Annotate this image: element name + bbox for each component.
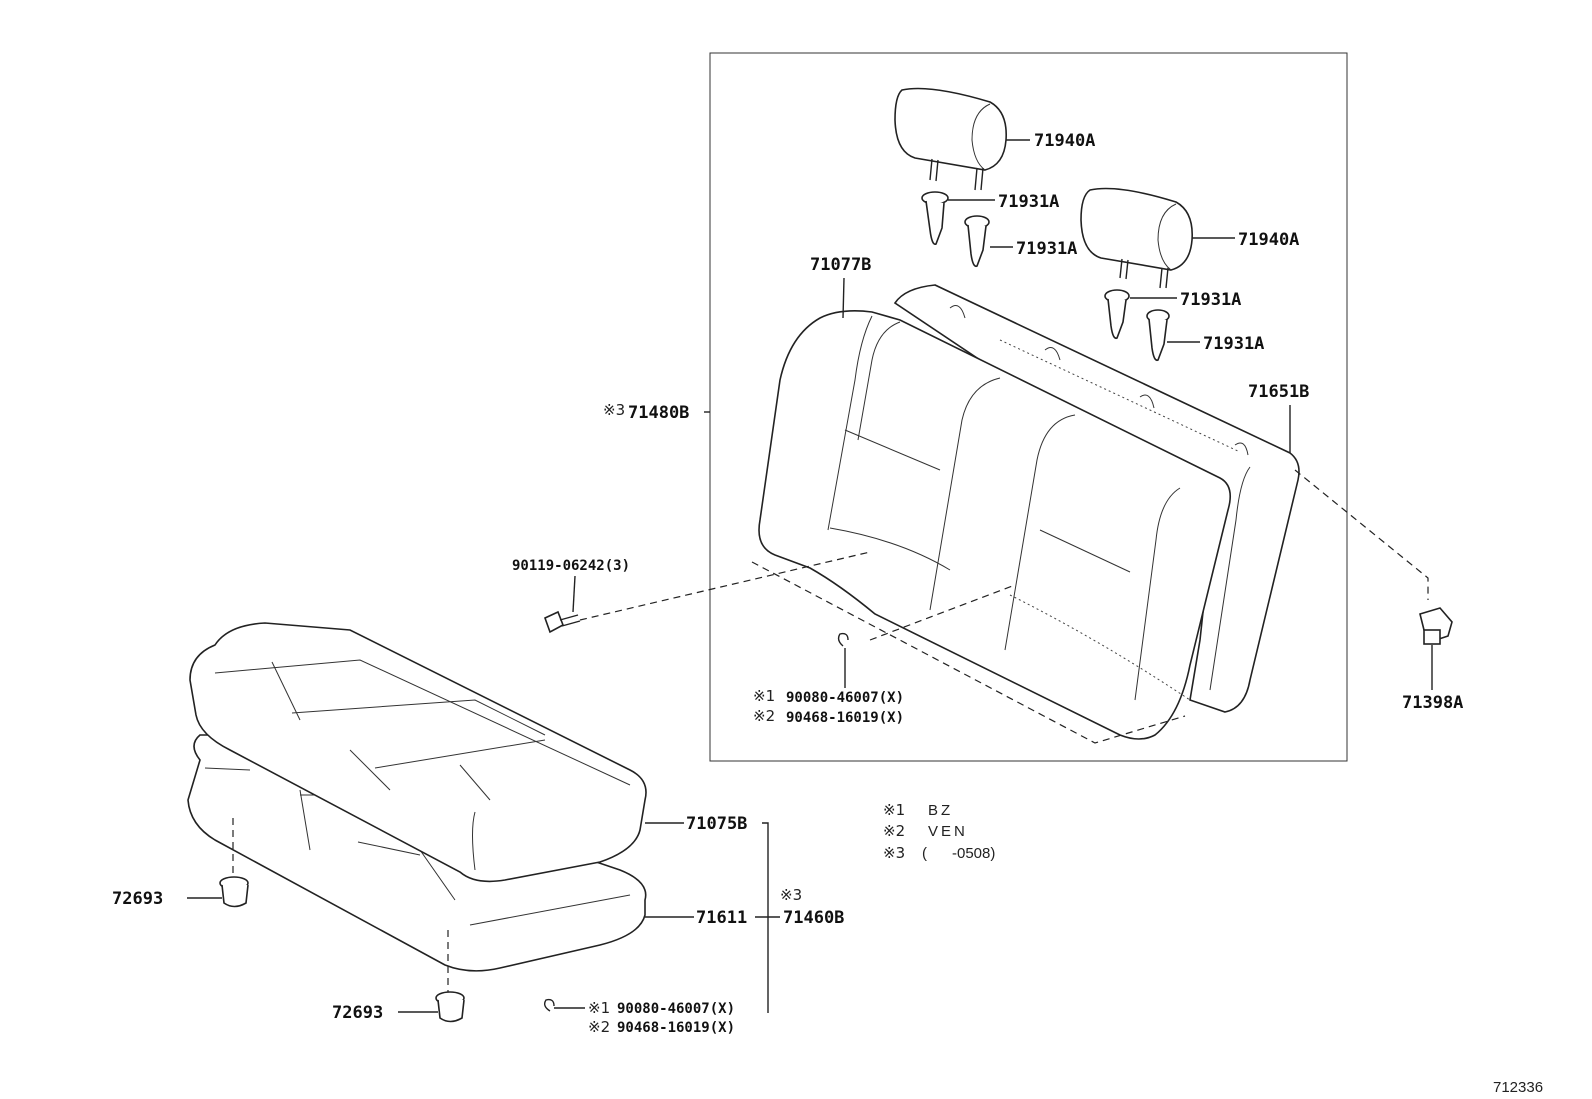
label-cushion-hog-ring-2-mark: ※2 [588,1018,610,1036]
support-1-drawing[interactable] [921,191,949,245]
label-bolt[interactable]: 90119-06242(3) [512,558,630,574]
hinge-drawing[interactable] [1419,607,1453,645]
seatback-drawing[interactable] [758,284,1300,740]
headrest-1-drawing[interactable] [894,87,1007,191]
label-cushion-hog-ring-1[interactable]: 90080-46007(X) [617,1001,735,1017]
label-cushion-hog-ring-1-mark: ※1 [588,999,610,1017]
label-support-4[interactable]: 71931A [1203,334,1264,354]
label-support-3[interactable]: 71931A [1180,290,1241,310]
label-headrest-1[interactable]: 71940A [1034,131,1095,151]
label-clip-1[interactable]: 72693 [112,889,163,909]
label-back-pad[interactable]: 71651B [1248,382,1309,402]
label-back-hog-ring-1-mark: ※1 [753,687,775,705]
label-back-hog-ring-2[interactable]: 90468-16019(X) [786,710,904,726]
label-back-hog-ring-2-mark: ※2 [753,707,775,725]
support-4-drawing[interactable] [1146,309,1170,362]
support-3-drawing[interactable] [1104,289,1130,340]
label-cushion-assembly[interactable]: 71460B [783,908,844,928]
label-cushion-hog-ring-2[interactable]: 90468-16019(X) [617,1020,735,1036]
label-clip-2[interactable]: 72693 [332,1003,383,1023]
label-cushion-assembly-mark: ※3 [780,886,802,904]
label-back-cover[interactable]: 71077B [810,255,871,275]
bolt-drawing[interactable] [544,610,581,634]
support-2-drawing[interactable] [964,215,990,268]
note-1-mark: ※1 [883,801,905,819]
label-headrest-2[interactable]: 71940A [1238,230,1299,250]
cushion-cover-drawing[interactable] [189,622,647,883]
figure-id: 712336 [1493,1079,1543,1096]
back-hog-ring-drawing[interactable] [837,632,849,647]
label-back-assembly-mark: ※3 [603,401,625,419]
note-2-mark: ※2 [883,822,905,840]
note-1-text: BZ [928,802,953,819]
note-3-text: ( -0508) [922,845,995,862]
label-cushion-pad[interactable]: 71611 [696,908,747,928]
label-hinge[interactable]: 71398A [1402,693,1463,713]
cushion-pad-drawing[interactable] [187,734,647,992]
clip-2-drawing[interactable] [435,991,465,1023]
label-back-assembly[interactable]: 71480B [628,403,689,423]
seatback-group-frame [709,52,1348,762]
label-back-hog-ring-1[interactable]: 90080-46007(X) [786,690,904,706]
note-2-text: VEN [928,823,968,840]
headrest-2-drawing[interactable] [1080,187,1193,289]
label-support-2[interactable]: 71931A [1016,239,1077,259]
notes-legend: ※1 BZ ※2 VEN ※3 ( -0508) [883,801,995,862]
label-cushion-cover[interactable]: 71075B [686,814,747,834]
cushion-hog-ring-drawing[interactable] [543,998,555,1012]
clip-1-drawing[interactable] [219,876,249,908]
label-support-1[interactable]: 71931A [998,192,1059,212]
note-3-mark: ※3 [883,844,905,862]
